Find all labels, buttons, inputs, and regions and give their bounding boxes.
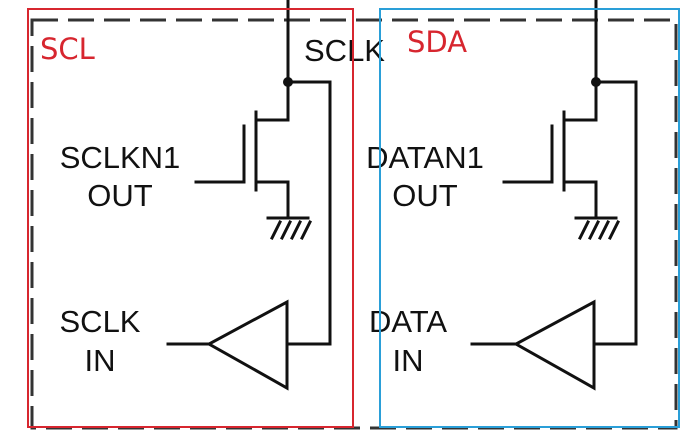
scl-region-box	[27, 8, 354, 428]
scl-driver-label-line2: OUT	[87, 178, 153, 213]
scl-input-label-line2: IN	[85, 343, 116, 378]
sda-input-label-line2: IN	[393, 343, 424, 378]
scl-circuit	[166, 0, 332, 391]
sda-junction-dot	[591, 77, 601, 87]
sda-input-label-line1: DATA	[369, 304, 447, 339]
scl-input-buffer	[205, 299, 289, 391]
scl-region-label: SCL	[40, 32, 95, 66]
sda-input-buffer	[512, 299, 596, 391]
sda-circuit	[470, 0, 638, 391]
scl-driver-label-line1: SCLKN1	[60, 140, 181, 175]
sda-driver-label-line1: DATAN1	[366, 140, 484, 175]
sda-region-label: SDA	[407, 25, 467, 59]
sclk-junction-dot	[283, 77, 293, 87]
sda-region-box	[379, 8, 680, 428]
sda-driver-label-line2: OUT	[392, 178, 458, 213]
scl-input-label-line1: SCLK	[60, 304, 141, 339]
sclk-net-label: SCLK	[304, 33, 385, 68]
